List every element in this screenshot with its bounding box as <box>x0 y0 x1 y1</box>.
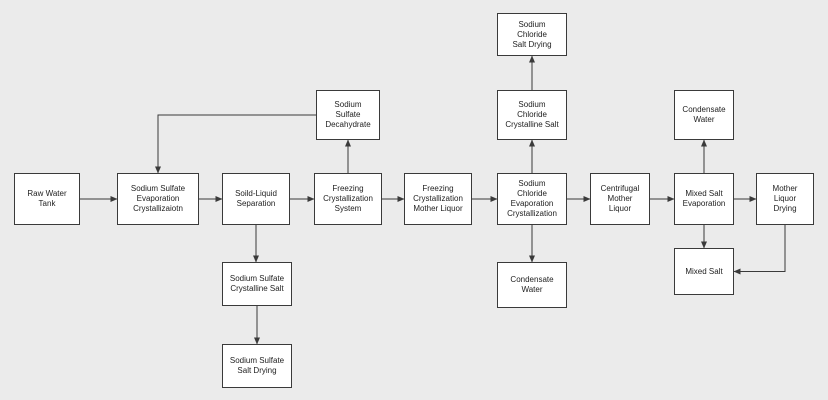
node-sodium-sulfate-crystalline-salt: Sodium Sulfate Crystalline Salt <box>222 262 292 306</box>
node-label: Freezing Crystallization System <box>323 184 373 213</box>
node-sodium-chloride-crystalline-salt: Sodium Chloride Crystalline Salt <box>497 90 567 140</box>
node-label: Sodium Sulfate Decahydrate <box>325 100 371 129</box>
node-label: Sodium Chloride Evaporation Crystallizat… <box>507 179 557 218</box>
node-label: Raw Water Tank <box>27 189 67 208</box>
arrow-mother-liquor-drying-to-mixed-salt <box>733 225 786 275</box>
node-label: Soild-Liquid Separation <box>235 189 277 208</box>
node-label: Sodium Sulfate Evaporation Crystallizaio… <box>130 184 186 213</box>
node-label: Sodium Sulfate Salt Drying <box>229 356 285 375</box>
node-label: Freezing Crystallization Mother Liquor <box>413 184 463 213</box>
node-freezing-mother-liquor: Freezing Crystallization Mother Liquor <box>404 173 472 225</box>
node-label: Sodium Chloride Salt Drying <box>512 19 552 49</box>
node-condensate-water: Condensate Water <box>497 262 567 308</box>
node-sodium-chloride-salt-drying: Sodium Chloride Salt Drying <box>497 13 567 56</box>
node-label: Mother Liquor Drying <box>772 184 798 213</box>
node-freezing-crystallization-system: Freezing Crystallization System <box>314 173 382 225</box>
node-sodium-chloride-evaporation: Sodium Chloride Evaporation Crystallizat… <box>497 173 567 225</box>
node-label: Sodium Sulfate Crystalline Salt <box>229 274 285 293</box>
node-sodium-sulfate-decahydrate: Sodium Sulfate Decahydrate <box>316 90 380 140</box>
node-label: Sodium Chloride Crystalline Salt <box>505 100 559 129</box>
node-label: Condensate Water <box>682 105 726 124</box>
node-label: Mixed Salt Evaporation <box>682 189 726 208</box>
node-solid-liquid-separation: Soild-Liquid Separation <box>222 173 290 225</box>
node-mother-liquor-drying: Mother Liquor Drying <box>756 173 814 225</box>
node-label: Mixed Salt <box>685 266 723 276</box>
node-mixed-salt: Mixed Salt <box>674 248 734 295</box>
node-raw-water-tank: Raw Water Tank <box>14 173 80 225</box>
arrow-sodium-sulfate-decahydrate-to-sodium-sulfate-evaporation <box>155 114 316 174</box>
node-condensate-water: Condensate Water <box>674 90 734 140</box>
node-sodium-sulfate-evaporation: Sodium Sulfate Evaporation Crystallizaio… <box>117 173 199 225</box>
node-centrifugal-mother-liquor: Centrifugal Mother Liquor <box>590 173 650 225</box>
node-sodium-sulfate-salt-drying: Sodium Sulfate Salt Drying <box>222 344 292 388</box>
node-label: Condensate Water <box>510 275 554 294</box>
node-label: Centrifugal Mother Liquor <box>600 184 640 213</box>
node-mixed-salt-evaporation: Mixed Salt Evaporation <box>674 173 734 225</box>
